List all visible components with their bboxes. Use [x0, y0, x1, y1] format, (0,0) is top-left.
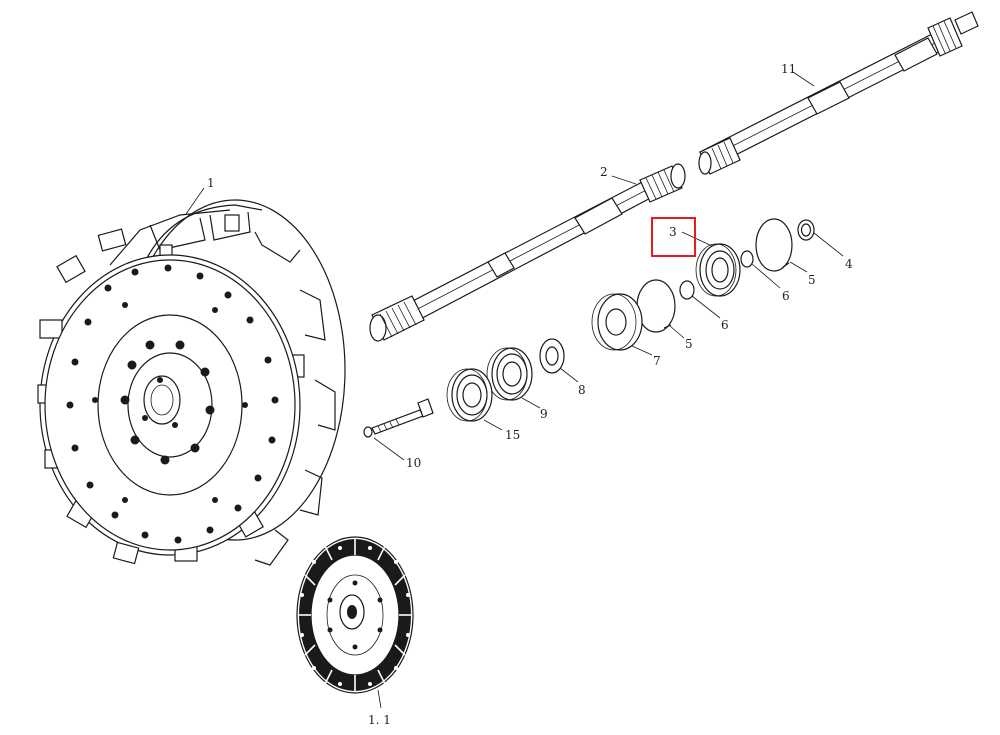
- callout-2: 2: [600, 165, 608, 179]
- highlight-box: [651, 217, 696, 257]
- callout-4: 4: [845, 257, 853, 271]
- part-1-clutch-assembly[interactable]: [37, 199, 346, 566]
- callout-3: 3: [669, 225, 677, 239]
- callout-5-upper: 5: [808, 273, 816, 287]
- part-7-seal[interactable]: [591, 293, 643, 351]
- part-6-o-ring-lower[interactable]: [679, 280, 695, 300]
- callout-8: 8: [578, 383, 586, 397]
- part-2-main-shaft[interactable]: [369, 163, 686, 342]
- callout-15: 15: [505, 428, 520, 442]
- callout-7: 7: [653, 354, 661, 368]
- part-4-ring[interactable]: [797, 219, 815, 241]
- callout-11: 11: [781, 62, 796, 76]
- callout-1-1: 1. 1: [368, 713, 391, 727]
- part-6-o-ring-upper[interactable]: [740, 250, 754, 268]
- part-10-bolt[interactable]: [363, 398, 434, 438]
- callout-10: 10: [406, 456, 421, 470]
- callout-6-upper: 6: [782, 289, 790, 303]
- part-5-snap-ring-lower[interactable]: [636, 279, 676, 333]
- part-11-upper-shaft[interactable]: [698, 11, 979, 175]
- callout-6-lower: 6: [721, 318, 729, 332]
- callout-9: 9: [540, 407, 548, 421]
- part-3-bearing[interactable]: [695, 243, 741, 297]
- part-5-snap-ring-upper[interactable]: [755, 218, 793, 272]
- callout-1: 1: [207, 176, 215, 190]
- part-8-washer[interactable]: [539, 338, 565, 374]
- part-9-bearing[interactable]: [486, 347, 533, 401]
- part-15-bearing[interactable]: [446, 368, 493, 422]
- part-1-1-clutch-disc[interactable]: [296, 536, 414, 694]
- callout-5-lower: 5: [685, 337, 693, 351]
